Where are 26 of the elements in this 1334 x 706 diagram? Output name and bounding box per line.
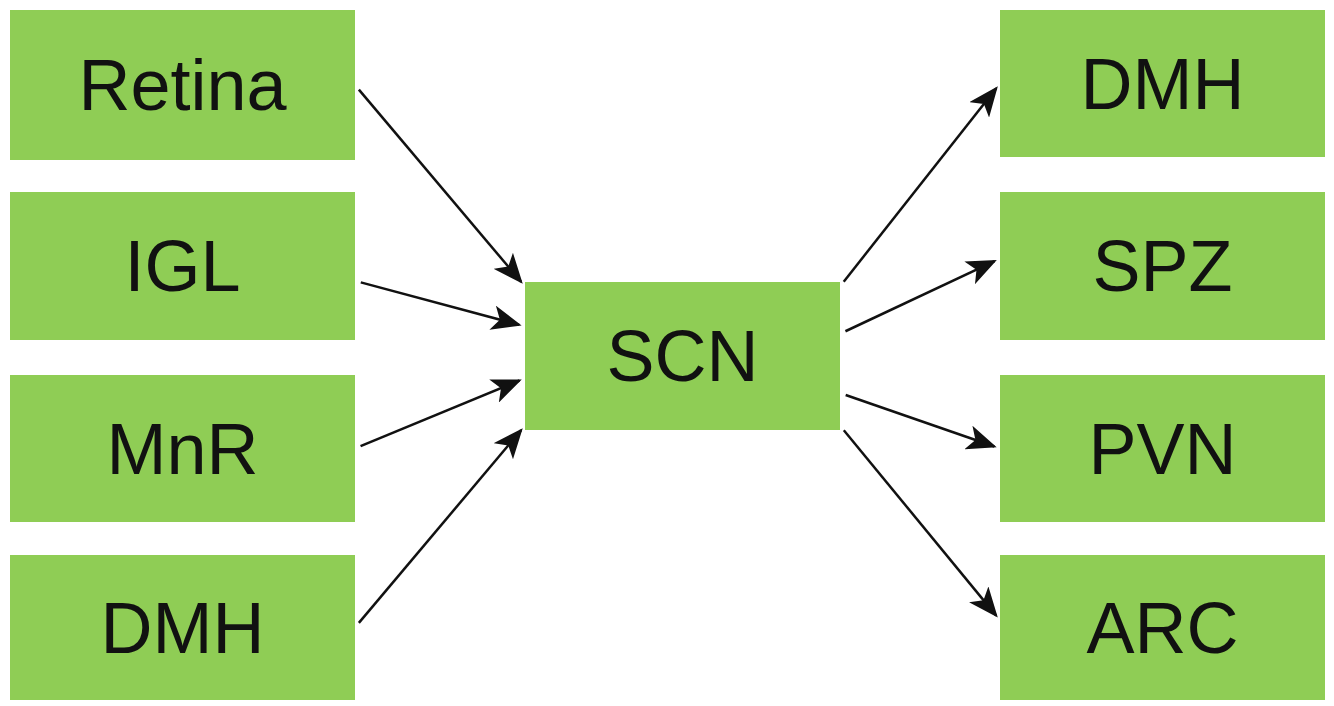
process-box [10,10,355,160]
process-box [10,192,355,340]
process-box [1000,10,1325,157]
process-box [1000,192,1325,340]
node-label: MnR [106,412,259,485]
process-box [1000,375,1325,522]
process-box [1000,555,1325,700]
node-label: Retina [78,49,287,121]
node-label: ARC [1086,591,1239,664]
node-label: PVN [1088,412,1237,485]
node-label: DMH [100,591,265,664]
process-box [525,282,840,430]
arrow [842,429,998,618]
node-label: DMH [1080,47,1245,120]
node-label: SPZ [1092,230,1233,302]
node-label: SCN [606,320,759,392]
process-box [10,375,355,522]
arrow [357,428,523,624]
arrow [845,393,997,450]
arrow [357,88,523,284]
arrow [844,260,997,333]
arrow [842,86,998,283]
arrow [360,281,522,330]
process-box [10,555,355,700]
node-label: IGL [124,230,241,302]
arrow [360,379,522,448]
